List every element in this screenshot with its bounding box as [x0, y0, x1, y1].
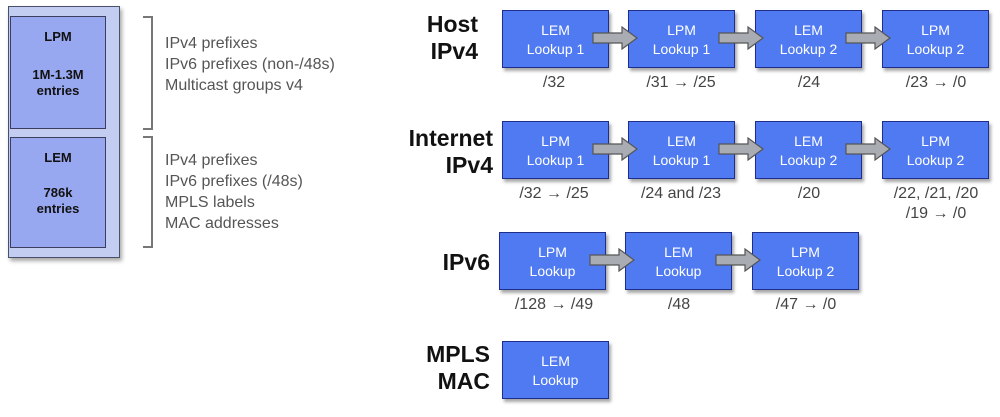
list-item: IPv4 prefixes [165, 152, 258, 169]
host-ipv4-stage-3: LEM Lookup 2 [755, 10, 862, 68]
prefix-label: /22, /21, /20 /19 → /0 [876, 184, 996, 224]
prefix-line2: /19 → /0 [905, 205, 967, 222]
lem-capacity-unit: entries [36, 201, 80, 216]
flow-arrow-icon [845, 26, 891, 50]
stage-table: LPM [667, 22, 696, 38]
stage-lookup: Lookup [655, 263, 702, 279]
stage-lookup: Lookup [529, 263, 576, 279]
prefix-label: /32 → /25 [519, 185, 589, 202]
row-label-line2: IPv4 [445, 152, 493, 178]
stage-table: LPM [791, 244, 820, 260]
prefix-label: /32 [542, 74, 566, 91]
list-item: MAC addresses [165, 215, 279, 232]
row-label-internet-ipv4: Internet IPv4 [383, 125, 493, 179]
host-ipv4-stage-1: LEM Lookup 1 [502, 10, 609, 68]
stage-lookup: Lookup 2 [779, 152, 838, 168]
prefix-label: /20 [797, 185, 821, 202]
internet-ipv4-stage-2: LEM Lookup 1 [628, 121, 735, 179]
internet-ipv4-stage-4: LPM Lookup 2 [882, 121, 989, 179]
prefix-label: /48 [667, 296, 691, 313]
host-ipv4-stage-4: LPM Lookup 2 [882, 10, 989, 68]
list-item: IPv6 prefixes (/48s) [165, 173, 303, 190]
stage-table: LEM [664, 244, 693, 260]
lpm-capacity-value: 1M-1.3M [32, 67, 84, 82]
prefix-line1: /22, /21, /20 [893, 185, 979, 202]
stage-lookup: Lookup 1 [652, 152, 711, 168]
list-item: Multicast groups v4 [165, 77, 303, 94]
lem-label: LEM [44, 150, 72, 165]
flow-arrow-icon [592, 137, 638, 161]
stage-lookup: Lookup [532, 372, 579, 388]
stage-table: LEM [794, 22, 823, 38]
prefix-label: /24 [797, 74, 821, 91]
lem-contents-list: IPv4 prefixes IPv6 prefixes (/48s) MPLS … [165, 150, 303, 234]
flow-arrow-icon [592, 26, 638, 50]
stage-table: LPM [921, 22, 950, 38]
prefix-label: /23 → /0 [905, 74, 967, 91]
lem-capacity: 786k entries [11, 185, 105, 217]
flow-arrow-icon [718, 137, 764, 161]
stage-lookup: Lookup 1 [652, 41, 711, 57]
prefix-label: /24 and /23 [640, 185, 722, 202]
lpm-table-box: LPM 1M-1.3M entries [10, 16, 106, 129]
prefix-label: /31 → /25 [646, 74, 716, 91]
lem-table-box: LEM 786k entries [10, 137, 106, 248]
stage-lookup: Lookup 2 [906, 41, 965, 57]
stage-table: LPM [921, 133, 950, 149]
row-label-mpls-mac: MPLS MAC [380, 341, 490, 395]
stage-lookup: Lookup 1 [526, 152, 585, 168]
host-ipv4-stage-2: LPM Lookup 1 [628, 10, 735, 68]
stage-table: LEM [794, 133, 823, 149]
list-item: MPLS labels [165, 194, 255, 211]
prefix-label: /128 → /49 [514, 296, 594, 313]
stage-table: LEM [541, 22, 570, 38]
stage-table: LPM [541, 133, 570, 149]
stage-lookup: Lookup 1 [526, 41, 585, 57]
stage-lookup: Lookup 2 [776, 263, 835, 279]
internet-ipv4-stage-1: LPM Lookup 1 [502, 121, 609, 179]
row-label-ipv6: IPv6 [380, 249, 490, 276]
lpm-capacity: 1M-1.3M entries [11, 67, 105, 99]
row-label-line1: Internet [408, 125, 493, 151]
flow-arrow-icon [718, 26, 764, 50]
lpm-capacity-unit: entries [36, 83, 80, 98]
list-item: IPv4 prefixes [165, 35, 258, 52]
stage-lookup: Lookup 2 [779, 41, 838, 57]
stage-table: LEM [541, 353, 570, 369]
lpm-label: LPM [44, 29, 72, 44]
stage-table: LPM [538, 244, 567, 260]
lpm-contents-list: IPv4 prefixes IPv6 prefixes (non-/48s) M… [165, 33, 335, 96]
lpm-bracket [143, 16, 153, 130]
prefix-label: /47 → /0 [775, 296, 837, 313]
row-label-line1: IPv6 [442, 249, 490, 275]
flow-arrow-icon [589, 248, 635, 272]
row-label-line2: MAC [437, 368, 490, 394]
ipv6-stage-3: LPM Lookup 2 [752, 232, 859, 290]
lem-capacity-value: 786k [43, 185, 73, 200]
row-label-line1: MPLS [426, 341, 490, 367]
lem-bracket [143, 136, 153, 248]
mpls-mac-stage-1: LEM Lookup [502, 341, 609, 399]
flow-arrow-icon [715, 248, 761, 272]
row-label-host-ipv4: Host IPv4 [368, 11, 478, 65]
list-item: IPv6 prefixes (non-/48s) [165, 56, 335, 73]
flow-arrow-icon [845, 137, 891, 161]
stage-lookup: Lookup 2 [906, 152, 965, 168]
ipv6-stage-2: LEM Lookup [625, 232, 732, 290]
ipv6-stage-1: LPM Lookup [499, 232, 606, 290]
stage-table: LEM [667, 133, 696, 149]
row-label-line1: Host [426, 11, 478, 37]
row-label-line2: IPv4 [430, 38, 478, 64]
